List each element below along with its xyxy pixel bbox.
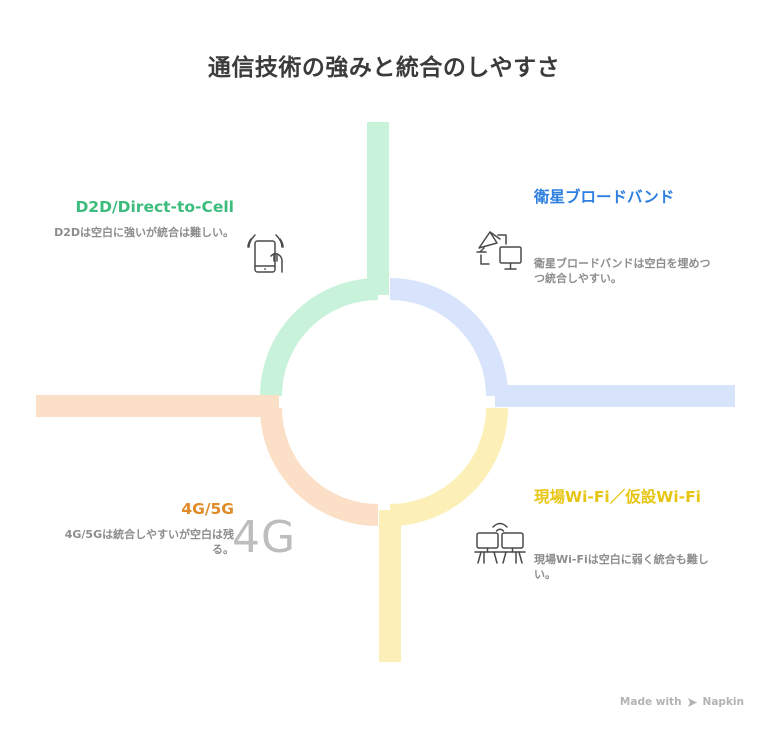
label-d2d-body: D2Dは空白に強いが統合は難しい。 xyxy=(54,225,234,239)
segment-wifi[interactable] xyxy=(379,407,508,662)
hand-holding-phone-signal-icon xyxy=(243,228,295,284)
segment-mobile[interactable] xyxy=(36,395,379,526)
label-d2d-heading: D2D/Direct-to-Cell xyxy=(75,198,234,216)
label-wifi-body: 現場Wi-Fiは空白に弱く統合も難しい。 xyxy=(534,552,709,581)
napkin-watermark[interactable]: Made with Napkin xyxy=(620,696,744,708)
label-wifi: 現場Wi-Fi／仮設Wi-Fi 現場Wi-Fiは空白に弱く統合も難しい。 xyxy=(534,488,724,582)
segment-d2d[interactable] xyxy=(260,122,389,397)
made-with-label: Made with xyxy=(619,696,682,708)
label-mobile-heading: 4G/5G xyxy=(181,500,234,518)
label-mobile-body: 4G/5Gは統合しやすいが空白は残る。 xyxy=(64,527,234,556)
arc-d2d xyxy=(260,278,379,397)
napkin-brand-label: Napkin xyxy=(702,696,744,708)
arm-mobile xyxy=(36,395,279,417)
label-mobile: 4G/5G 4G/5Gは統合しやすいが空白は残る。 xyxy=(44,500,234,557)
4g-text-icon-label: 4G xyxy=(232,512,297,563)
arm-satellite xyxy=(495,385,735,407)
arc-wifi xyxy=(389,407,508,526)
arm-d2d xyxy=(367,122,389,295)
arc-mobile xyxy=(260,407,379,526)
satellite-dish-monitor-icon xyxy=(472,224,526,282)
page-title: 通信技術の強みと統合のしやすさ xyxy=(207,55,561,81)
label-satellite-heading: 衛星ブロードバンド xyxy=(534,188,675,206)
segment-satellite[interactable] xyxy=(389,278,735,407)
4g-text-icon: 4G xyxy=(232,516,296,560)
label-satellite: 衛星ブロードバンド 衛星ブロードバンドは空白を埋めつつ統合しやすい。 xyxy=(534,188,714,286)
arc-satellite xyxy=(389,278,508,397)
arm-wifi xyxy=(379,510,401,662)
two-desktops-wifi-icon xyxy=(472,518,528,572)
label-wifi-heading: 現場Wi-Fi／仮設Wi-Fi xyxy=(534,488,701,506)
napkin-play-logo-icon xyxy=(687,697,698,708)
label-satellite-body: 衛星ブロードバンドは空白を埋めつつ統合しやすい。 xyxy=(534,256,711,285)
label-d2d: D2D/Direct-to-Cell D2Dは空白に強いが統合は難しい。 xyxy=(44,198,234,240)
